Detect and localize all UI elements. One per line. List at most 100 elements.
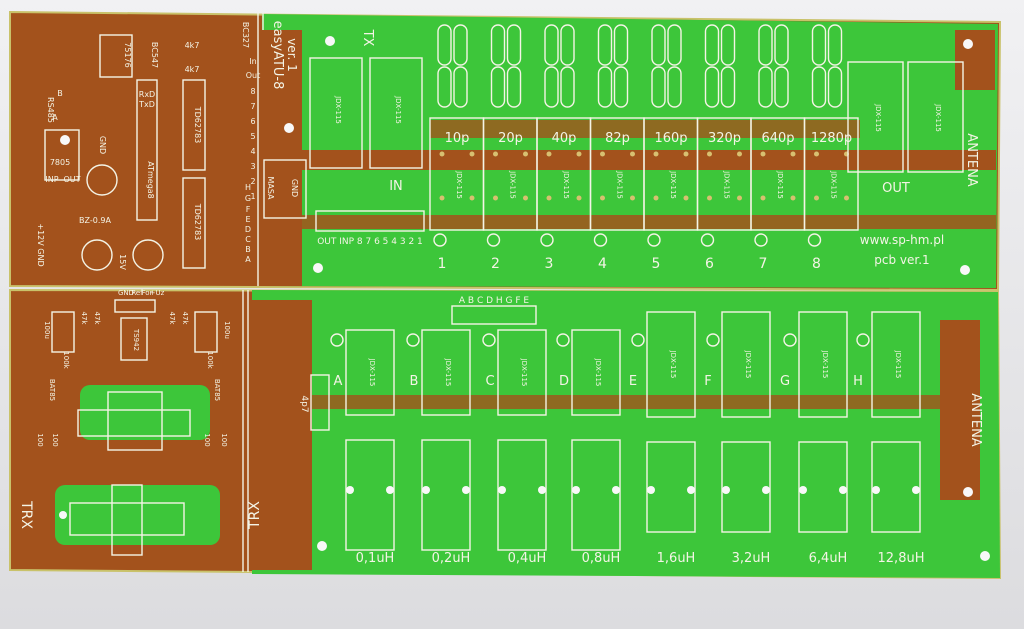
channel-number: 7 [759, 256, 768, 272]
solder-pad [707, 151, 712, 157]
capacitor-value-label: 160p [654, 131, 687, 146]
solder-pad [469, 195, 475, 201]
control-silk-label: Out [246, 71, 261, 80]
control-silk-label: TD62783 [193, 106, 202, 144]
solder-pad [737, 151, 742, 157]
capacitor-footprint [437, 66, 452, 108]
control-silk-label: C [245, 235, 251, 244]
control-silk-label: A [52, 113, 58, 122]
solder-pad [523, 151, 528, 157]
section-label: C [485, 374, 494, 389]
inductor-value-label: 0,2uH [432, 551, 471, 566]
relay-label: JDX-115 [821, 350, 829, 379]
solder-pad [683, 195, 689, 201]
relay-footprint [345, 329, 395, 416]
led-footprint [593, 233, 608, 247]
mounting-hole [59, 511, 67, 519]
channel-number: 5 [652, 256, 661, 272]
relay-footprint [721, 311, 771, 418]
capacitor-value-label: 40p [552, 131, 577, 146]
led-footprint [700, 233, 715, 247]
capacitor-footprint [544, 24, 559, 66]
regulator-footprint [44, 129, 80, 181]
inductor-footprint [345, 439, 395, 551]
relay-footprint [803, 117, 859, 231]
led-footprint [754, 233, 768, 247]
bottom-board: A B C D H G F E4p7TRXANTENAJDX-115A0,1uH… [9, 288, 1002, 580]
control-silk-label: BC327 [241, 22, 250, 48]
mounting-hole [538, 486, 546, 494]
led-footprint [433, 233, 447, 247]
relay-label: JDX-115 [520, 358, 528, 387]
swr-silk-label: Ref [131, 289, 143, 297]
solder-pad [844, 195, 849, 201]
solder-pad [790, 151, 796, 157]
mounting-hole [647, 486, 655, 494]
relay-footprint [907, 61, 964, 173]
relay-label: JDX-115 [874, 103, 882, 132]
control-silk-label: ATmega8 [146, 161, 155, 199]
ic-footprint [182, 79, 206, 171]
capacitor-value-label: 10p [445, 131, 470, 146]
relay-label: JDX-115 [776, 170, 784, 199]
transformer-footprint [111, 484, 143, 556]
relay-label: JDX-115 [455, 170, 463, 199]
capacitor-footprint [720, 24, 736, 66]
transformer-footprint [107, 391, 163, 451]
led-footprint [647, 233, 661, 247]
control-silk-label: A [245, 255, 251, 264]
board-version: ver. 1 [285, 38, 299, 72]
solder-pad [760, 195, 766, 201]
solder-pad [546, 151, 552, 157]
swr-silk-label: BAT85 [213, 379, 221, 401]
relay-label: JDX-115 [744, 350, 752, 379]
mounting-hole [960, 265, 970, 275]
section-label: F [704, 374, 711, 389]
control-silk-label: In [249, 57, 256, 66]
trimmer-footprint [194, 311, 218, 353]
swr-silk-label: 47k [80, 312, 88, 326]
swr-silk-label: 47k [181, 312, 189, 326]
solder-pad [546, 195, 552, 201]
mounting-hole [687, 486, 695, 494]
control-silk-label: 4 [250, 147, 255, 156]
inductor-footprint [871, 441, 921, 533]
band-header-label: A B C D H G F E [459, 296, 529, 306]
control-silk-label: 4k7 [185, 41, 200, 50]
mounting-hole [462, 486, 470, 494]
capacitor-footprint [811, 66, 827, 108]
control-silk-label: B [245, 245, 251, 254]
capacitor-footprint [774, 24, 789, 66]
capacitor-footprint [704, 24, 720, 66]
electrolytic-capacitor [132, 239, 164, 271]
mcu-footprint [136, 79, 158, 221]
control-silk-label: RS485 [46, 97, 55, 123]
capacitor-footprint [490, 24, 506, 66]
control-silk-label: 2 [250, 177, 255, 186]
capacitor-footprint [811, 24, 827, 66]
ic-footprint [182, 177, 206, 269]
inductor-value-label: 12,8uH [878, 551, 925, 566]
control-connector [315, 210, 425, 232]
swr-silk-label: TS942 [132, 328, 140, 351]
mounting-hole [722, 486, 730, 494]
solder-pad [576, 195, 582, 201]
inductor-value-label: 1,6uH [657, 551, 696, 566]
control-silk-label: RxD [139, 90, 155, 99]
solder-pad [707, 195, 712, 201]
masa-label: MASA [266, 176, 275, 200]
electrolytic-capacitor [86, 164, 118, 196]
transformer-footprint [77, 409, 191, 437]
solder-pad [576, 151, 582, 157]
relay-label: JDX-115 [509, 170, 517, 199]
control-silk-label: D [245, 225, 251, 234]
capacitor-footprint [310, 374, 330, 431]
swr-header [114, 299, 156, 313]
inductor-footprint [798, 441, 848, 533]
solder-pad [653, 195, 659, 201]
control-silk-label: 4k7 [185, 65, 200, 74]
channel-number: 1 [438, 256, 447, 272]
mounting-hole [422, 486, 430, 494]
swr-silk-label: 100u [43, 321, 51, 339]
inductor-value-label: 0,1uH [356, 551, 395, 566]
